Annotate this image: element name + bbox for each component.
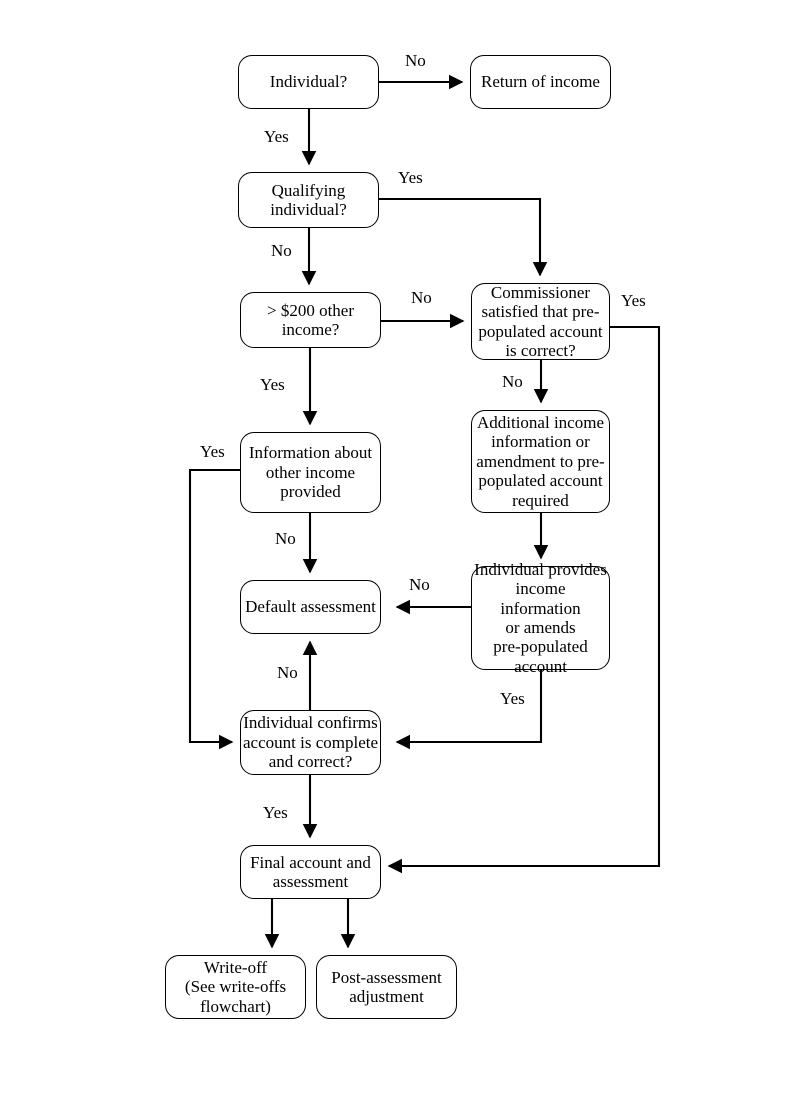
edge-label-qualifying-no: No [271, 241, 292, 260]
node-commissioner-satisfied-label: Commissioner satisfied that pre- populat… [478, 282, 603, 360]
node-individual-confirms-label: Individual confirms account is complete … [243, 713, 379, 772]
node-return-of-income-label: Return of income [481, 72, 600, 92]
node-commissioner-satisfied[interactable]: Commissioner satisfied that pre- populat… [471, 283, 610, 360]
node-information-provided[interactable]: Information about other income provided [240, 432, 381, 513]
edge-label-individual-yes: Yes [264, 127, 289, 146]
node-return-of-income[interactable]: Return of income [470, 55, 611, 109]
node-other-income-threshold-label: > $200 other income? [266, 300, 355, 339]
edge-information-to-confirms [188, 468, 240, 750]
edge-label-information-no: No [275, 529, 296, 548]
node-qualifying-individual-label: Qualifying individual? [270, 180, 347, 219]
edge-label-threshold-no: No [411, 288, 432, 307]
node-information-provided-label: Information about other income provided [248, 443, 373, 502]
node-post-assessment-adjustment-label: Post-assessment adjustment [331, 967, 442, 1006]
edge-label-information-yes: Yes [200, 442, 225, 461]
node-default-assessment[interactable]: Default assessment [240, 580, 381, 634]
node-other-income-threshold[interactable]: > $200 other income? [240, 292, 381, 348]
edge-label-qualifying-yes: Yes [398, 168, 423, 187]
node-individual-provides-income-label: Individual provides income information o… [474, 559, 607, 676]
edge-qualifying-to-commissioner [379, 197, 548, 277]
node-individual-label: Individual? [269, 72, 348, 92]
node-final-account-label: Final account and assessment [250, 852, 371, 891]
node-post-assessment-adjustment[interactable]: Post-assessment adjustment [316, 955, 457, 1019]
node-individual-confirms[interactable]: Individual confirms account is complete … [240, 710, 381, 775]
node-individual-provides-income[interactable]: Individual provides income information o… [471, 560, 610, 676]
node-final-account[interactable]: Final account and assessment [240, 845, 381, 899]
edge-label-confirms-no: No [277, 663, 298, 682]
node-write-off-label: Write-off (See write-offs flowchart) [184, 957, 287, 1016]
node-write-off[interactable]: Write-off (See write-offs flowchart) [165, 955, 306, 1019]
node-individual[interactable]: Individual? [238, 55, 379, 109]
node-qualifying-individual[interactable]: Qualifying individual? [238, 172, 379, 228]
node-additional-income-required-label: Additional income information or amendme… [476, 413, 605, 510]
edge-label-provides-yes: Yes [500, 689, 525, 708]
node-additional-income-required[interactable]: Additional income information or amendme… [471, 410, 610, 513]
edge-label-commissioner-yes: Yes [621, 291, 646, 310]
edge-label-threshold-yes: Yes [260, 375, 285, 394]
edge-label-confirms-yes: Yes [263, 803, 288, 822]
edge-label-individual-no: No [405, 51, 426, 70]
edge-label-provides-no: No [409, 575, 430, 594]
node-default-assessment-label: Default assessment [245, 597, 376, 617]
edge-label-commissioner-no: No [502, 372, 523, 391]
